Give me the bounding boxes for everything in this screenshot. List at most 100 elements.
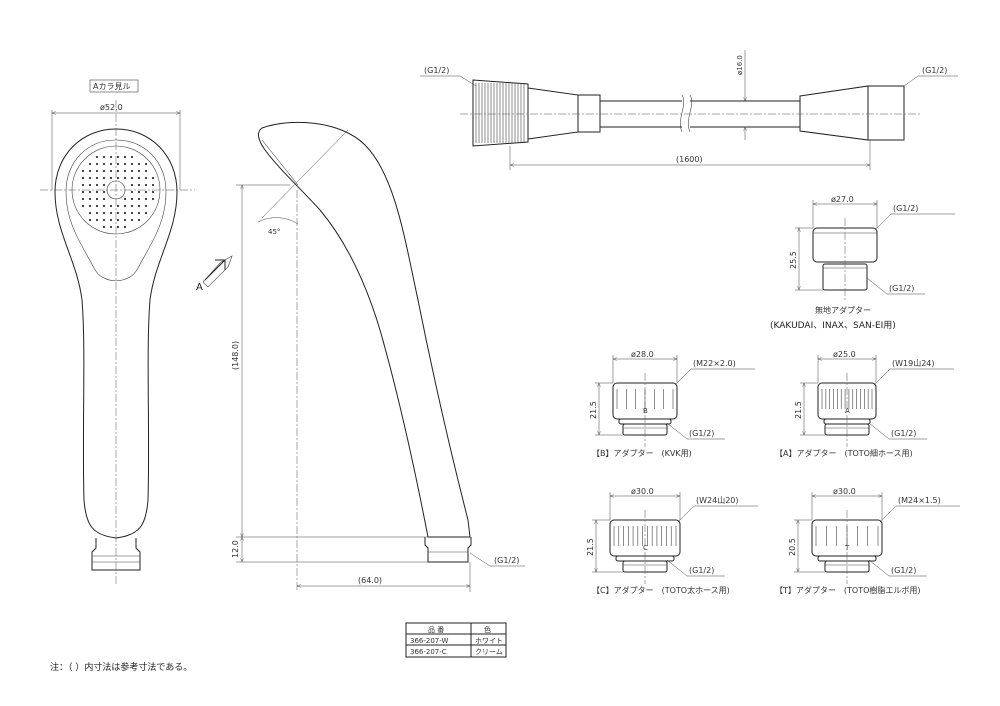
nozzle-dot	[123, 211, 127, 215]
nozzle-dot	[88, 218, 92, 222]
nozzle-dot	[95, 190, 99, 194]
nozzle-dot	[95, 218, 99, 222]
nozzle-dot	[151, 176, 155, 180]
adapter-height-dim: 21.5	[794, 401, 803, 419]
hose-left-nut	[472, 79, 529, 147]
side-thread-label: (G1/2)	[494, 556, 519, 565]
adapter-height-dim: 20.5	[788, 538, 797, 556]
table-header-part: 品 番	[428, 626, 444, 634]
adapter-drawings: ø27.025.5(G1/2)(G1/2)無地アダプター(KAKUDAI、INA…	[586, 195, 960, 595]
adapter-top-thread: (W19山24)	[892, 358, 935, 368]
nozzle-dot	[137, 176, 141, 180]
nozzle-dot	[130, 218, 134, 222]
adapter-height-dim: 21.5	[586, 538, 595, 556]
nozzle-dot	[95, 183, 99, 187]
adapter-bottom-thread: (G1/2)	[891, 429, 916, 438]
nozzle-dot	[116, 169, 120, 173]
nozzle-dot	[109, 176, 113, 180]
angle-dim: 45°	[268, 228, 280, 236]
nozzle-dot	[137, 169, 141, 173]
adapter-caption: 【T】アダプター (TOTO樹脂エルボ用)	[775, 585, 921, 595]
hose-tube	[600, 100, 800, 128]
adapter-top-thread: (W24山20)	[696, 495, 739, 505]
side-view: A 45° (148.0) 12.0 (64.0) (G1/2)	[196, 121, 525, 592]
hose-right-nut	[867, 85, 905, 141]
nozzle-dot	[130, 211, 134, 215]
nozzle-dot	[151, 183, 155, 187]
nozzle-dot	[116, 155, 120, 159]
nozzle-dot	[144, 197, 148, 201]
hose-diameter-dim: ø16.0	[736, 55, 744, 75]
nozzle-dot	[130, 183, 134, 187]
nozzle-dot	[123, 204, 127, 208]
note: 注：（ ）内寸法は参考寸法である。	[50, 661, 192, 673]
nozzle-dot	[137, 190, 141, 194]
nozzle-dot	[81, 183, 85, 187]
view-label-box	[89, 79, 139, 93]
adapter-caption: 【C】アダプター (TOTO太ホース用)	[592, 585, 730, 595]
nozzle-dot	[95, 155, 99, 159]
nozzle-dot	[137, 211, 141, 215]
nozzle-dot	[88, 211, 92, 215]
nozzle-dot	[137, 197, 141, 201]
nozzle-dot	[102, 169, 106, 173]
nozzle-dot	[95, 169, 99, 173]
nozzle-dot	[116, 204, 120, 208]
product-table: 品 番 色 366-207-W ホワイト 366-207-C クリーム	[405, 622, 507, 658]
nozzle-dot	[123, 176, 127, 180]
nozzle-dot	[95, 197, 99, 201]
bottom-height-dim: 12.0	[231, 540, 240, 558]
nozzle-dot	[109, 225, 113, 229]
nozzle-dot	[102, 197, 106, 201]
adapter-caption: 無地アダプター	[815, 305, 871, 315]
adapter-caption: 【B】アダプター (KVK用)	[592, 448, 692, 458]
nozzle-dot	[123, 225, 127, 229]
nozzle-dot	[144, 190, 148, 194]
nozzle-dot	[130, 162, 134, 166]
width-dim: (64.0)	[358, 576, 382, 585]
nozzle-dot	[81, 204, 85, 208]
nozzle-dot	[102, 204, 106, 208]
adapter-diameter-dim: ø28.0	[631, 350, 654, 359]
nozzle-dot	[130, 190, 134, 194]
nozzle-dot	[102, 190, 106, 194]
nozzle-dot	[81, 169, 85, 173]
nozzle-dot	[109, 211, 113, 215]
adapter-none: ø27.025.5(G1/2)(G1/2)無地アダプター(KAKUDAI、INA…	[770, 195, 955, 331]
nozzle-dot	[116, 225, 120, 229]
nozzle-dot	[109, 162, 113, 166]
nozzle-dot	[130, 176, 134, 180]
nozzle-dot	[144, 211, 148, 215]
nozzle-dot	[88, 162, 92, 166]
hose-break	[680, 94, 692, 133]
nozzle-dot	[144, 176, 148, 180]
nozzle-dot	[81, 197, 85, 201]
nozzle-dot	[123, 162, 127, 166]
nozzle-dot	[109, 169, 113, 173]
nozzle-dot	[137, 162, 141, 166]
nozzle-dot	[116, 162, 120, 166]
view-arrow-icon	[204, 259, 226, 281]
nozzle-dot	[144, 204, 148, 208]
nozzle-dot	[109, 155, 113, 159]
adapter-height-dim: 25.5	[789, 251, 798, 269]
nozzle-dot	[123, 197, 127, 201]
nozzle-dot	[151, 190, 155, 194]
nozzle-dot	[109, 204, 113, 208]
svg-text:A: A	[845, 407, 850, 415]
adapter-bottom-thread: (G1/2)	[889, 284, 914, 293]
svg-text:B: B	[643, 407, 648, 415]
view-arrow-label: A	[196, 282, 203, 293]
nozzle-dot	[116, 211, 120, 215]
adapter-top-thread: (M24×1.5)	[898, 496, 941, 505]
nozzle-dot	[81, 190, 85, 194]
nozzle-dot	[144, 183, 148, 187]
table-cell: クリーム	[475, 648, 503, 656]
nozzle-dot	[123, 169, 127, 173]
hose-left-thread: (G1/2)	[424, 66, 449, 75]
adapter-diameter-dim: ø27.0	[831, 195, 854, 204]
hose-length-dim: (1600)	[676, 155, 703, 164]
